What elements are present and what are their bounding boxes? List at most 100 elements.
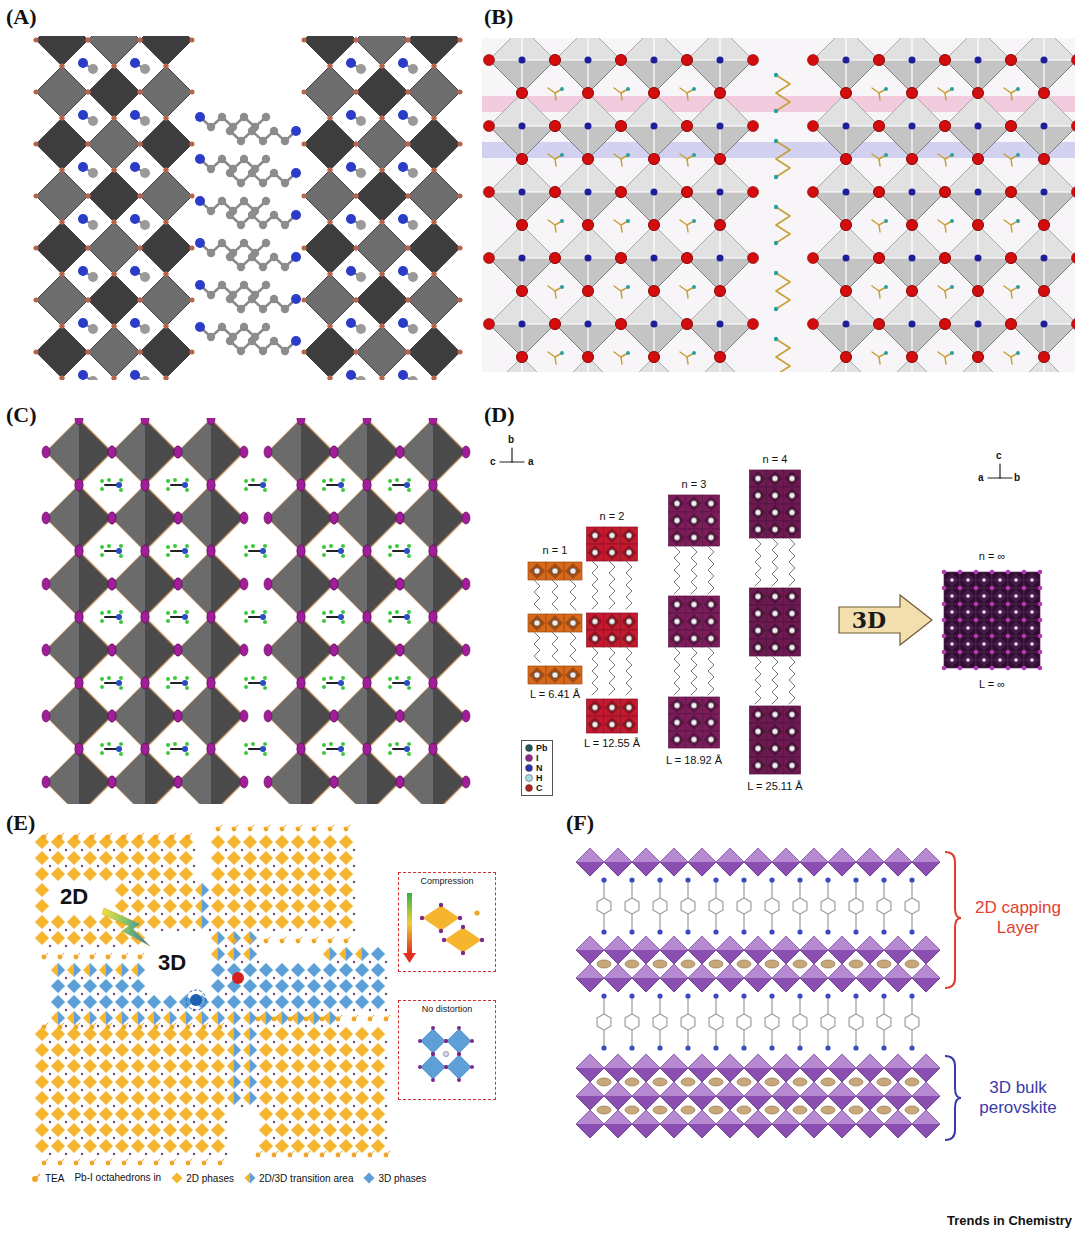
axis-triad [999,464,1000,478]
perovskite-slab-a [380,64,385,69]
perovskite-slab-c [119,676,123,680]
perovskite-slab-c [268,419,301,485]
perovskite-slab-c [174,446,182,458]
phase-map-e [99,1091,114,1106]
perovskite-slab-c [407,752,411,756]
axis-triad [500,461,512,462]
phase-map-e [83,979,98,994]
perovskite-slab-c [100,545,104,549]
perovskite-slab-c [141,545,149,557]
phase-map-e [147,1139,162,1154]
perovskite-slab-c [341,742,345,746]
perovskite-slab-a [86,350,91,355]
perovskite-slab-b [940,319,951,330]
layered-perovskite-series [708,546,714,594]
perovskite-slab-b [841,154,852,165]
layered-perovskite-series [529,563,545,579]
perovskite-slab-c [404,680,410,686]
phase-map-e [115,1027,130,1042]
layered-perovskite-series [528,614,546,632]
phase-map-e [67,1059,82,1074]
layered-perovskite-series [691,703,697,709]
layered-perovskite-series [789,611,795,617]
perovskite-slab-b [555,93,556,100]
perovskite-slab-a [380,64,385,69]
bulk-3d-perovskite [1022,666,1027,671]
perovskite-slab-a [302,90,307,95]
layered-perovskite-series [704,496,719,511]
perovskite-slab-a [328,324,333,329]
perovskite-slab-c [107,742,111,746]
phase-map-e [147,899,162,914]
perovskite-slab-b [555,225,556,232]
perovskite-slab-a [140,326,192,378]
perovskite-slab-c [396,776,404,788]
phase-map-e [83,995,98,1010]
perovskite-slab-c [268,749,301,804]
perovskite-slab-c [174,578,182,590]
perovskite-slab-c [260,548,266,554]
bulk-3d-perovskite [974,586,979,591]
perovskite-slab-a [195,154,205,164]
perovskite-slab-a [226,127,234,135]
layered-perovskite-series [670,513,685,528]
perovskite-slab-c [174,776,182,788]
perovskite-slab-c [407,686,411,690]
layered-perovskite-series [789,628,795,634]
perovskite-slab-a [270,337,278,345]
perovskite-slab-c [105,616,117,618]
layered-perovskite-series [691,535,697,541]
perovskite-slab-b [950,219,954,223]
perovskite-slab-b [1006,121,1017,132]
perovskite-slab-b [482,38,1075,372]
layered-perovskite-series [626,619,632,625]
perovskite-slab-c [363,611,371,623]
perovskite-slab-c [260,746,266,752]
perovskite-slab-a [259,305,267,313]
perovskite-slab-c [46,551,79,617]
phase-map-e [163,915,178,930]
perovskite-slab-c [141,418,149,425]
perovskite-slab-a [259,263,267,271]
perovskite-slab-c [322,619,326,623]
perovskite-slab-c [178,551,244,617]
perovskite-slab-c [334,617,367,683]
phase-map-e [163,835,178,850]
perovskite-slab-c [396,446,404,458]
perovskite-slab-c [173,478,177,482]
perovskite-slab-c [173,610,177,614]
layered-perovskite-series [588,717,603,732]
perovskite-slab-b [715,154,726,165]
perovskite-slab-b [616,253,627,264]
perovskite-slab-c [174,578,182,590]
perovskite-slab-c [207,611,215,623]
perovskite-slab-b [1041,321,1048,328]
perovskite-slab-b [808,253,819,264]
perovskite-slab-a [112,272,117,277]
perovskite-slab-b [489,159,555,225]
phase-map-e [115,995,130,1010]
perovskite-slab-a [86,90,91,95]
perovskite-slab-c [173,544,177,548]
perovskite-slab-a [226,295,234,303]
perovskite-slab-a [408,66,460,118]
perovskite-slab-b [907,88,918,99]
phase-map-e [51,1123,66,1138]
perovskite-slab-a [164,376,169,381]
layered-perovskite-series [750,740,767,757]
perovskite-slab-a [432,376,437,381]
perovskite-slab-b [1039,220,1050,231]
perovskite-slab-b [687,225,688,232]
perovskite-slab-c [341,620,345,624]
perovskite-slab-a [270,253,278,261]
perovskite-slab-a [195,112,205,122]
perovskite-slab-b [843,255,850,262]
perovskite-slab-c [264,776,272,788]
layered-perovskite-series [767,757,784,774]
perovskite-slab-b [482,38,1075,372]
perovskite-slab-b [719,38,720,93]
layered-perovskite-series [528,470,801,774]
phase-map-e [115,1059,130,1074]
phase-map-e [115,1139,130,1154]
perovskite-slab-c [244,677,248,681]
